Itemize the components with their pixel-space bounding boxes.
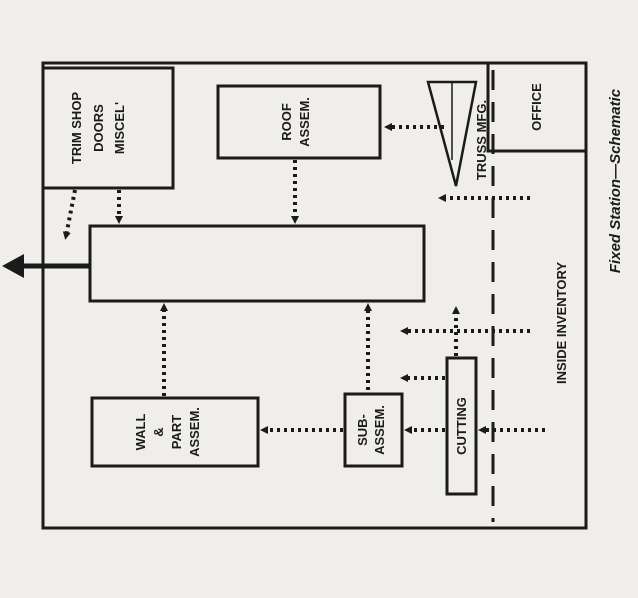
flow-arrow-trim-to-line-a (62, 189, 77, 240)
main-assembly-line (88, 224, 426, 303)
svg-text:ASSEM.: ASSEM. (187, 407, 202, 457)
svg-text:PART: PART (169, 415, 184, 449)
svg-text:WALL: WALL (133, 414, 148, 451)
schematic-caption: Fixed Station—Schematic (607, 88, 624, 273)
plant-outline (41, 61, 588, 530)
svg-text:MISCEL': MISCEL' (112, 102, 127, 154)
cutting-label: CUTTING (454, 397, 469, 455)
svg-text:SUB-: SUB- (355, 414, 370, 446)
trim-shop-box (41, 66, 175, 190)
svg-text:&: & (151, 427, 166, 436)
sub-assembly-label: SUB- ASSEM. (355, 405, 387, 455)
svg-text:TRIM SHOP: TRIM SHOP (69, 92, 84, 165)
svg-text:ASSEM.: ASSEM. (372, 405, 387, 455)
wall-part-assembly-label: WALL & PART ASSEM. (133, 407, 202, 457)
office-box (486, 61, 588, 153)
svg-text:ASSEM.: ASSEM. (297, 97, 312, 147)
inside-inventory-label: INSIDE INVENTORY (554, 262, 569, 384)
office-label: OFFICE (529, 83, 544, 131)
svg-text:ROOF: ROOF (279, 103, 294, 141)
roof-assembly-label: ROOF ASSEM. (279, 97, 312, 147)
output-arrow-head (2, 254, 24, 278)
truss-mfg-label: TRUSS MFG. (474, 100, 489, 180)
wall-part-assembly-box (90, 396, 260, 468)
cutting-box (445, 356, 478, 496)
trim-shop-label: TRIM SHOP DOORS MISCEL' (69, 92, 127, 165)
sub-assembly-box (343, 392, 404, 468)
svg-text:DOORS: DOORS (91, 104, 106, 152)
roof-assembly-box (216, 84, 382, 160)
